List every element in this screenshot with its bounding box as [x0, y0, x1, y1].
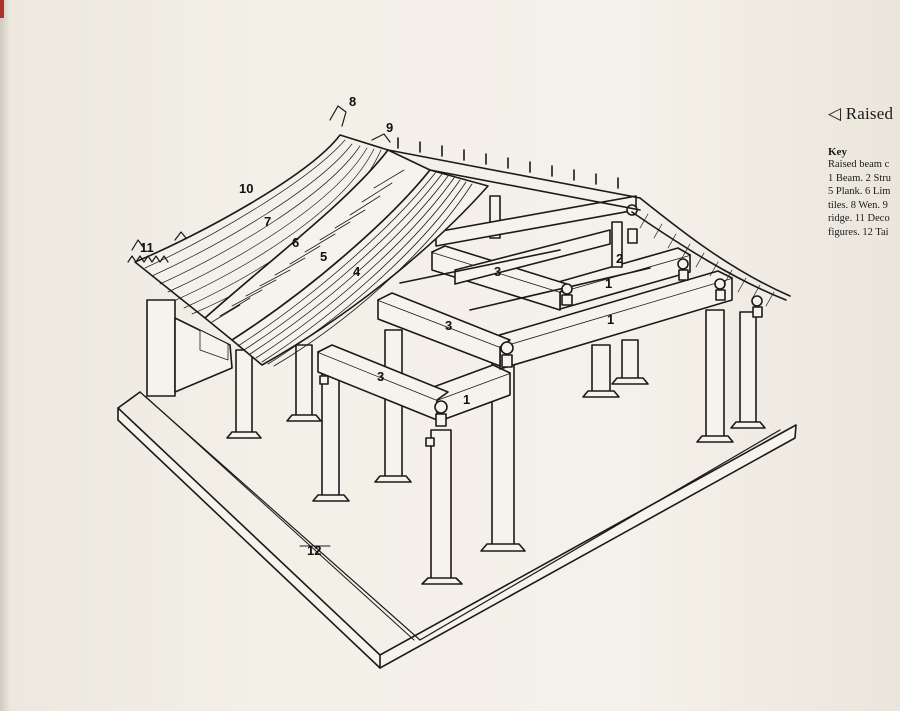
label-beam-1a: 1 [463, 392, 470, 407]
left-wall [174, 317, 233, 393]
page-gutter-shadow [0, 0, 10, 711]
key-line: 5 Plank. 6 Lim [828, 186, 891, 198]
label-wen-8: 8 [349, 94, 356, 109]
label-rafter-4: 4 [353, 264, 361, 279]
right-slope-rafters [639, 213, 775, 307]
label-strut-2: 2 [616, 251, 623, 266]
label-9: 9 [386, 120, 393, 135]
key-heading: Key [828, 146, 847, 158]
label-crossbeam-3a: 3 [377, 369, 384, 384]
caption-title: ◁ Raised [828, 104, 894, 123]
ridge-ornaments [127, 105, 391, 263]
red-edge-mark [0, 0, 4, 18]
label-crossbeam-3b: 3 [445, 318, 452, 333]
key-line: Raised beam c [828, 159, 890, 170]
key-line: 1 Beam. 2 Stru [828, 172, 891, 184]
label-platform-12: 12 [307, 543, 321, 558]
label-beam-1b: 1 [607, 312, 614, 327]
label-lime-6: 6 [292, 235, 299, 250]
main-beams [419, 247, 733, 423]
key-line: figures. 12 Tai [828, 226, 889, 238]
label-beam-1c: 1 [605, 276, 612, 291]
label-ridge-10: 10 [239, 181, 253, 196]
pillars [146, 299, 766, 585]
label-decoration-11: 11 [140, 240, 154, 255]
label-crossbeam-3c: 3 [494, 264, 501, 279]
key-line: tiles. 8 Wen. 9 [828, 199, 888, 211]
label-plank-5: 5 [320, 249, 327, 264]
roof-rafters [231, 169, 489, 366]
struts-and-upper-frame [399, 195, 651, 311]
platform-base [117, 391, 797, 669]
label-tiles-7: 7 [264, 214, 271, 229]
figure-caption: ◁ Raised Key Raised beam c 1 Beam. 2 Str… [828, 104, 900, 240]
roof-ridge-and-right-slope [387, 137, 791, 301]
key-line: ridge. 11 Deco [828, 213, 890, 225]
part-labels: 1 1 1 2 3 3 3 4 5 6 7 8 9 10 11 12 [140, 94, 623, 558]
beam-end-ornaments [319, 204, 763, 447]
